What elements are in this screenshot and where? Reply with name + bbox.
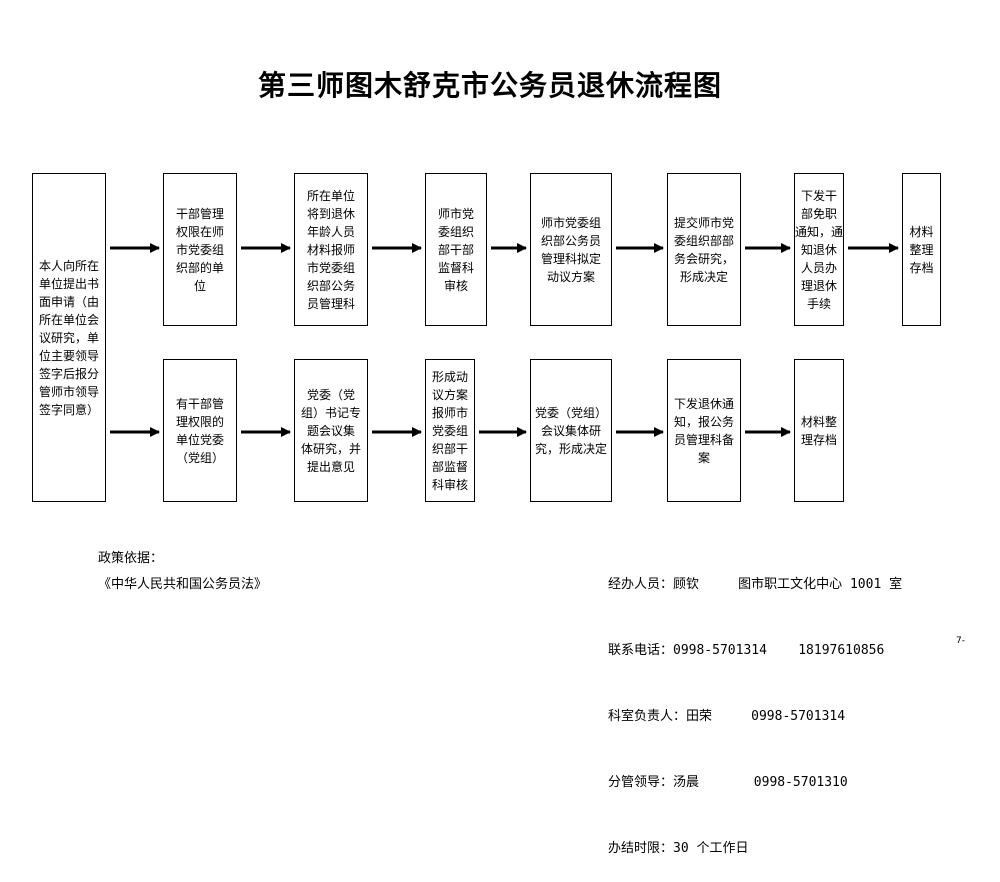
row1-step-6-label: 下发干 部免职 通知，通 知退休 人员办 理退休 手续 bbox=[795, 188, 844, 311]
page-number: 7- bbox=[956, 636, 965, 646]
row1-step-2: 所在单位 将到退休 年龄人员 材料报师 市党委组 织部公务 员管理科 bbox=[294, 173, 368, 326]
contact-info: 经办人员：顾钦 图市职工文化中心 1001 室 联系电话：0998-570131… bbox=[608, 530, 902, 882]
row2-step-6-label: 材料整 理存档 bbox=[800, 414, 837, 447]
contact-handler: 经办人员：顾钦 图市职工文化中心 1001 室 bbox=[608, 577, 903, 592]
contact-phone: 联系电话：0998-5701314 18197610856 bbox=[608, 643, 885, 658]
policy-law: 《中华人民共和国公务员法》 bbox=[98, 577, 268, 592]
row1-step-5-label: 提交师市党 委组织部部 务会研究， 形成决定 bbox=[673, 215, 734, 284]
row1-step-1: 干部管理 权限在师 市党委组 织部的单 位 bbox=[163, 173, 237, 326]
policy-label: 政策依据： bbox=[98, 551, 164, 566]
row1-step-7-label: 材料 整理 存档 bbox=[909, 224, 934, 275]
row1-step-2-label: 所在单位 将到退休 年龄人员 材料报师 市党委组 织部公务 员管理科 bbox=[306, 188, 355, 311]
row2-step-6: 材料整 理存档 bbox=[794, 359, 844, 502]
row1-step-7: 材料 整理 存档 bbox=[902, 173, 941, 326]
row1-step-4: 师市党委组 织部公务员 管理科拟定 动议方案 bbox=[530, 173, 612, 326]
row1-step-3-label: 师市党 委组织 部干部 监督科 审核 bbox=[437, 206, 474, 293]
row2-step-3-label: 形成动 议方案 报师市 党委组 织部干 部监督 科审核 bbox=[431, 369, 468, 492]
row2-step-2-label: 党委（党 组）书记专 题会议集 体研究，并 提出意见 bbox=[300, 387, 361, 474]
row1-step-3: 师市党 委组织 部干部 监督科 审核 bbox=[425, 173, 487, 326]
contact-leader: 分管领导：汤晨 0998-5701310 bbox=[608, 775, 848, 790]
row2-step-1: 有干部管 理权限的 单位党委 （党组） bbox=[163, 359, 237, 502]
policy-basis: 政策依据： 《中华人民共和国公务员法》 bbox=[98, 546, 267, 598]
row2-step-4: 党委（党组） 会议集体研 究，形成决定 bbox=[530, 359, 612, 502]
page-title: 第三师图木舒克市公务员退休流程图 bbox=[257, 69, 722, 102]
row1-step-6: 下发干 部免职 通知，通 知退休 人员办 理退休 手续 bbox=[794, 173, 844, 326]
row2-step-2: 党委（党 组）书记专 题会议集 体研究，并 提出意见 bbox=[294, 359, 368, 502]
row1-step-5: 提交师市党 委组织部部 务会研究， 形成决定 bbox=[667, 173, 741, 326]
row1-step-1-label: 干部管理 权限在师 市党委组 织部的单 位 bbox=[175, 206, 224, 293]
start-box: 本人向所在 单位提出书 面申请（由 所在单位会 议研究，单 位主要领导 签字后报… bbox=[32, 173, 106, 502]
start-box-label: 本人向所在 单位提出书 面申请（由 所在单位会 议研究，单 位主要领导 签字后报… bbox=[38, 258, 99, 417]
flow-arrows bbox=[110, 243, 899, 437]
row2-step-4-label: 党委（党组） 会议集体研 究，形成决定 bbox=[534, 405, 607, 456]
row1-step-4-label: 师市党委组 织部公务员 管理科拟定 动议方案 bbox=[540, 215, 601, 284]
row2-step-5-label: 下发退休通 知，报公务 员管理科备 案 bbox=[673, 396, 734, 465]
row2-step-3: 形成动 议方案 报师市 党委组 织部干 部监督 科审核 bbox=[425, 359, 475, 502]
contact-time-limit: 办结时限：30 个工作日 bbox=[608, 841, 749, 856]
row2-step-1-label: 有干部管 理权限的 单位党委 （党组） bbox=[175, 396, 224, 465]
contact-section-head: 科室负责人：田荣 0998-5701314 bbox=[608, 709, 846, 724]
row2-step-5: 下发退休通 知，报公务 员管理科备 案 bbox=[667, 359, 741, 502]
